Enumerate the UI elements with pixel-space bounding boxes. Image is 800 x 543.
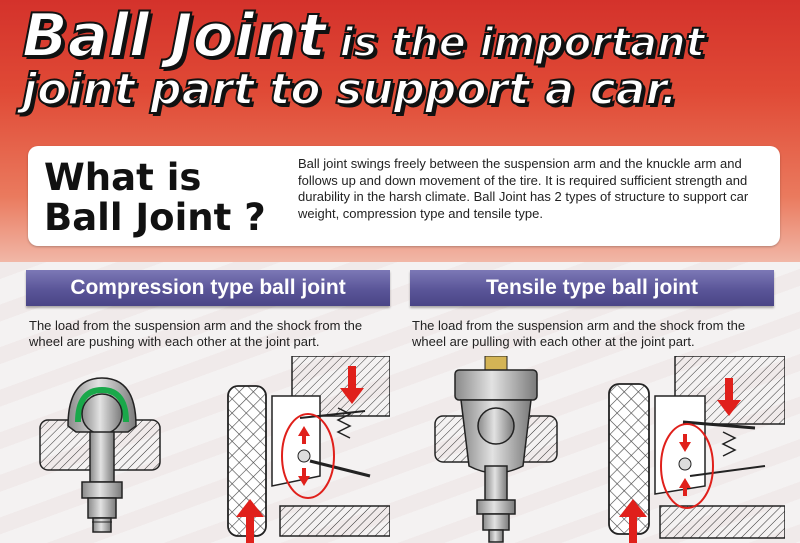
compression-description: The load from the suspension arm and the…: [29, 318, 363, 349]
tensile-joint-cutaway: [434, 356, 558, 543]
compression-illustration: [39, 356, 390, 543]
what-is-body: Ball joint swings freely between the sus…: [298, 156, 749, 221]
title-ball-joint: Ball Joint: [21, 1, 327, 71]
what-is-heading-line1: What is: [44, 156, 202, 199]
tensile-description: The load from the suspension arm and the…: [412, 318, 746, 349]
title-line-2: joint part to support a car.: [21, 64, 679, 115]
page-title: Ball Joint is the important joint part t…: [21, 5, 792, 115]
compression-joint-cutaway: [39, 377, 161, 533]
title-rest: is the important: [325, 20, 706, 66]
what-is-heading: What is Ball Joint ?: [44, 158, 294, 238]
hero-banner: Ball Joint is the important joint part t…: [0, 0, 800, 262]
tensile-illustration: [434, 356, 785, 543]
what-is-heading-line2: Ball Joint ?: [44, 196, 266, 239]
tensile-suspension-diagram: [608, 356, 785, 543]
tensile-title-banner: Tensile type ball joint: [410, 270, 774, 306]
compression-title-banner: Compression type ball joint: [26, 270, 390, 306]
compression-suspension-diagram: [227, 356, 390, 543]
what-is-box: What is Ball Joint ? Ball joint swings f…: [28, 146, 780, 246]
